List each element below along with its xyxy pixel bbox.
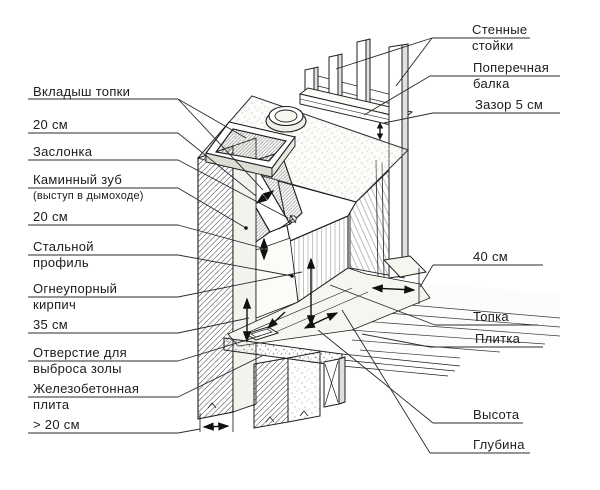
label-depth: Глубина [473,437,525,452]
ground-break-mark [207,402,217,409]
leader-gt20cm [177,428,201,434]
label-gap-5cm: Зазор 5 см [475,97,544,112]
leader-20cm-throat [177,224,263,249]
leader-gap-5cm [383,112,434,124]
label-height: Высота [473,407,520,422]
leader-ash-hole [177,335,261,362]
leader-steel-profile [177,254,293,277]
dimension-arrows [199,122,420,432]
label-damper: Заслонка [33,144,93,159]
leader-wall-studs [335,37,433,70]
ground-break-mark [299,410,309,417]
leader-concrete-slab [177,355,263,398]
leader-depth [341,309,431,454]
leader-height [317,329,434,424]
dimension-arrow-40cm [371,268,420,304]
room-floor [238,282,561,359]
label-firebox: Топка [473,309,509,324]
dimension-arrow-20cm-shelf [255,190,275,204]
leader-wall-studs-2 [395,37,433,87]
wall-frame [298,38,428,279]
label-firebox-liner: Вкладыш топки [33,84,131,99]
leader-firebox-liner-2 [177,98,264,191]
leader-cross-beam [363,75,431,116]
leader-firebox [329,284,436,326]
leader-20cm-top [177,132,257,197]
dimension-arrow-gt20cm [199,407,234,432]
leader-35cm [177,317,250,334]
front-wall-section [197,145,234,420]
concrete-column [287,351,321,423]
label-leader-lines [28,37,560,454]
label-35cm: 35 см [33,317,69,332]
label-20cm-top: 20 см [33,117,69,132]
label-20cm-throat: 20 см [33,209,69,224]
label-gt-20cm: > 20 см [33,417,80,432]
firebox-liner-icon [205,121,296,179]
dimension-arrow-depth [303,312,339,329]
leader-tile [361,333,431,348]
leader-40cm [419,264,434,288]
dimension-arrow-gap-5cm [376,122,384,140]
label-40cm: 40 см [473,249,509,264]
label-fireplace-tooth: Каминный зуб(выступ в дымоходе) [33,172,144,203]
ash-hole-arrow [266,311,286,329]
wood-post-icon [323,356,346,408]
label-tile: Плитка [475,331,521,346]
flue-collar-icon [265,105,307,133]
damper-handle-icon [278,214,297,230]
leader-firebox-liner [177,98,247,139]
foundation-column [253,357,289,429]
leader-fireplace-tooth [177,187,247,229]
leader-damper [177,159,289,219]
leader-refractory-brick [177,271,303,298]
ground-break-mark [265,416,275,423]
